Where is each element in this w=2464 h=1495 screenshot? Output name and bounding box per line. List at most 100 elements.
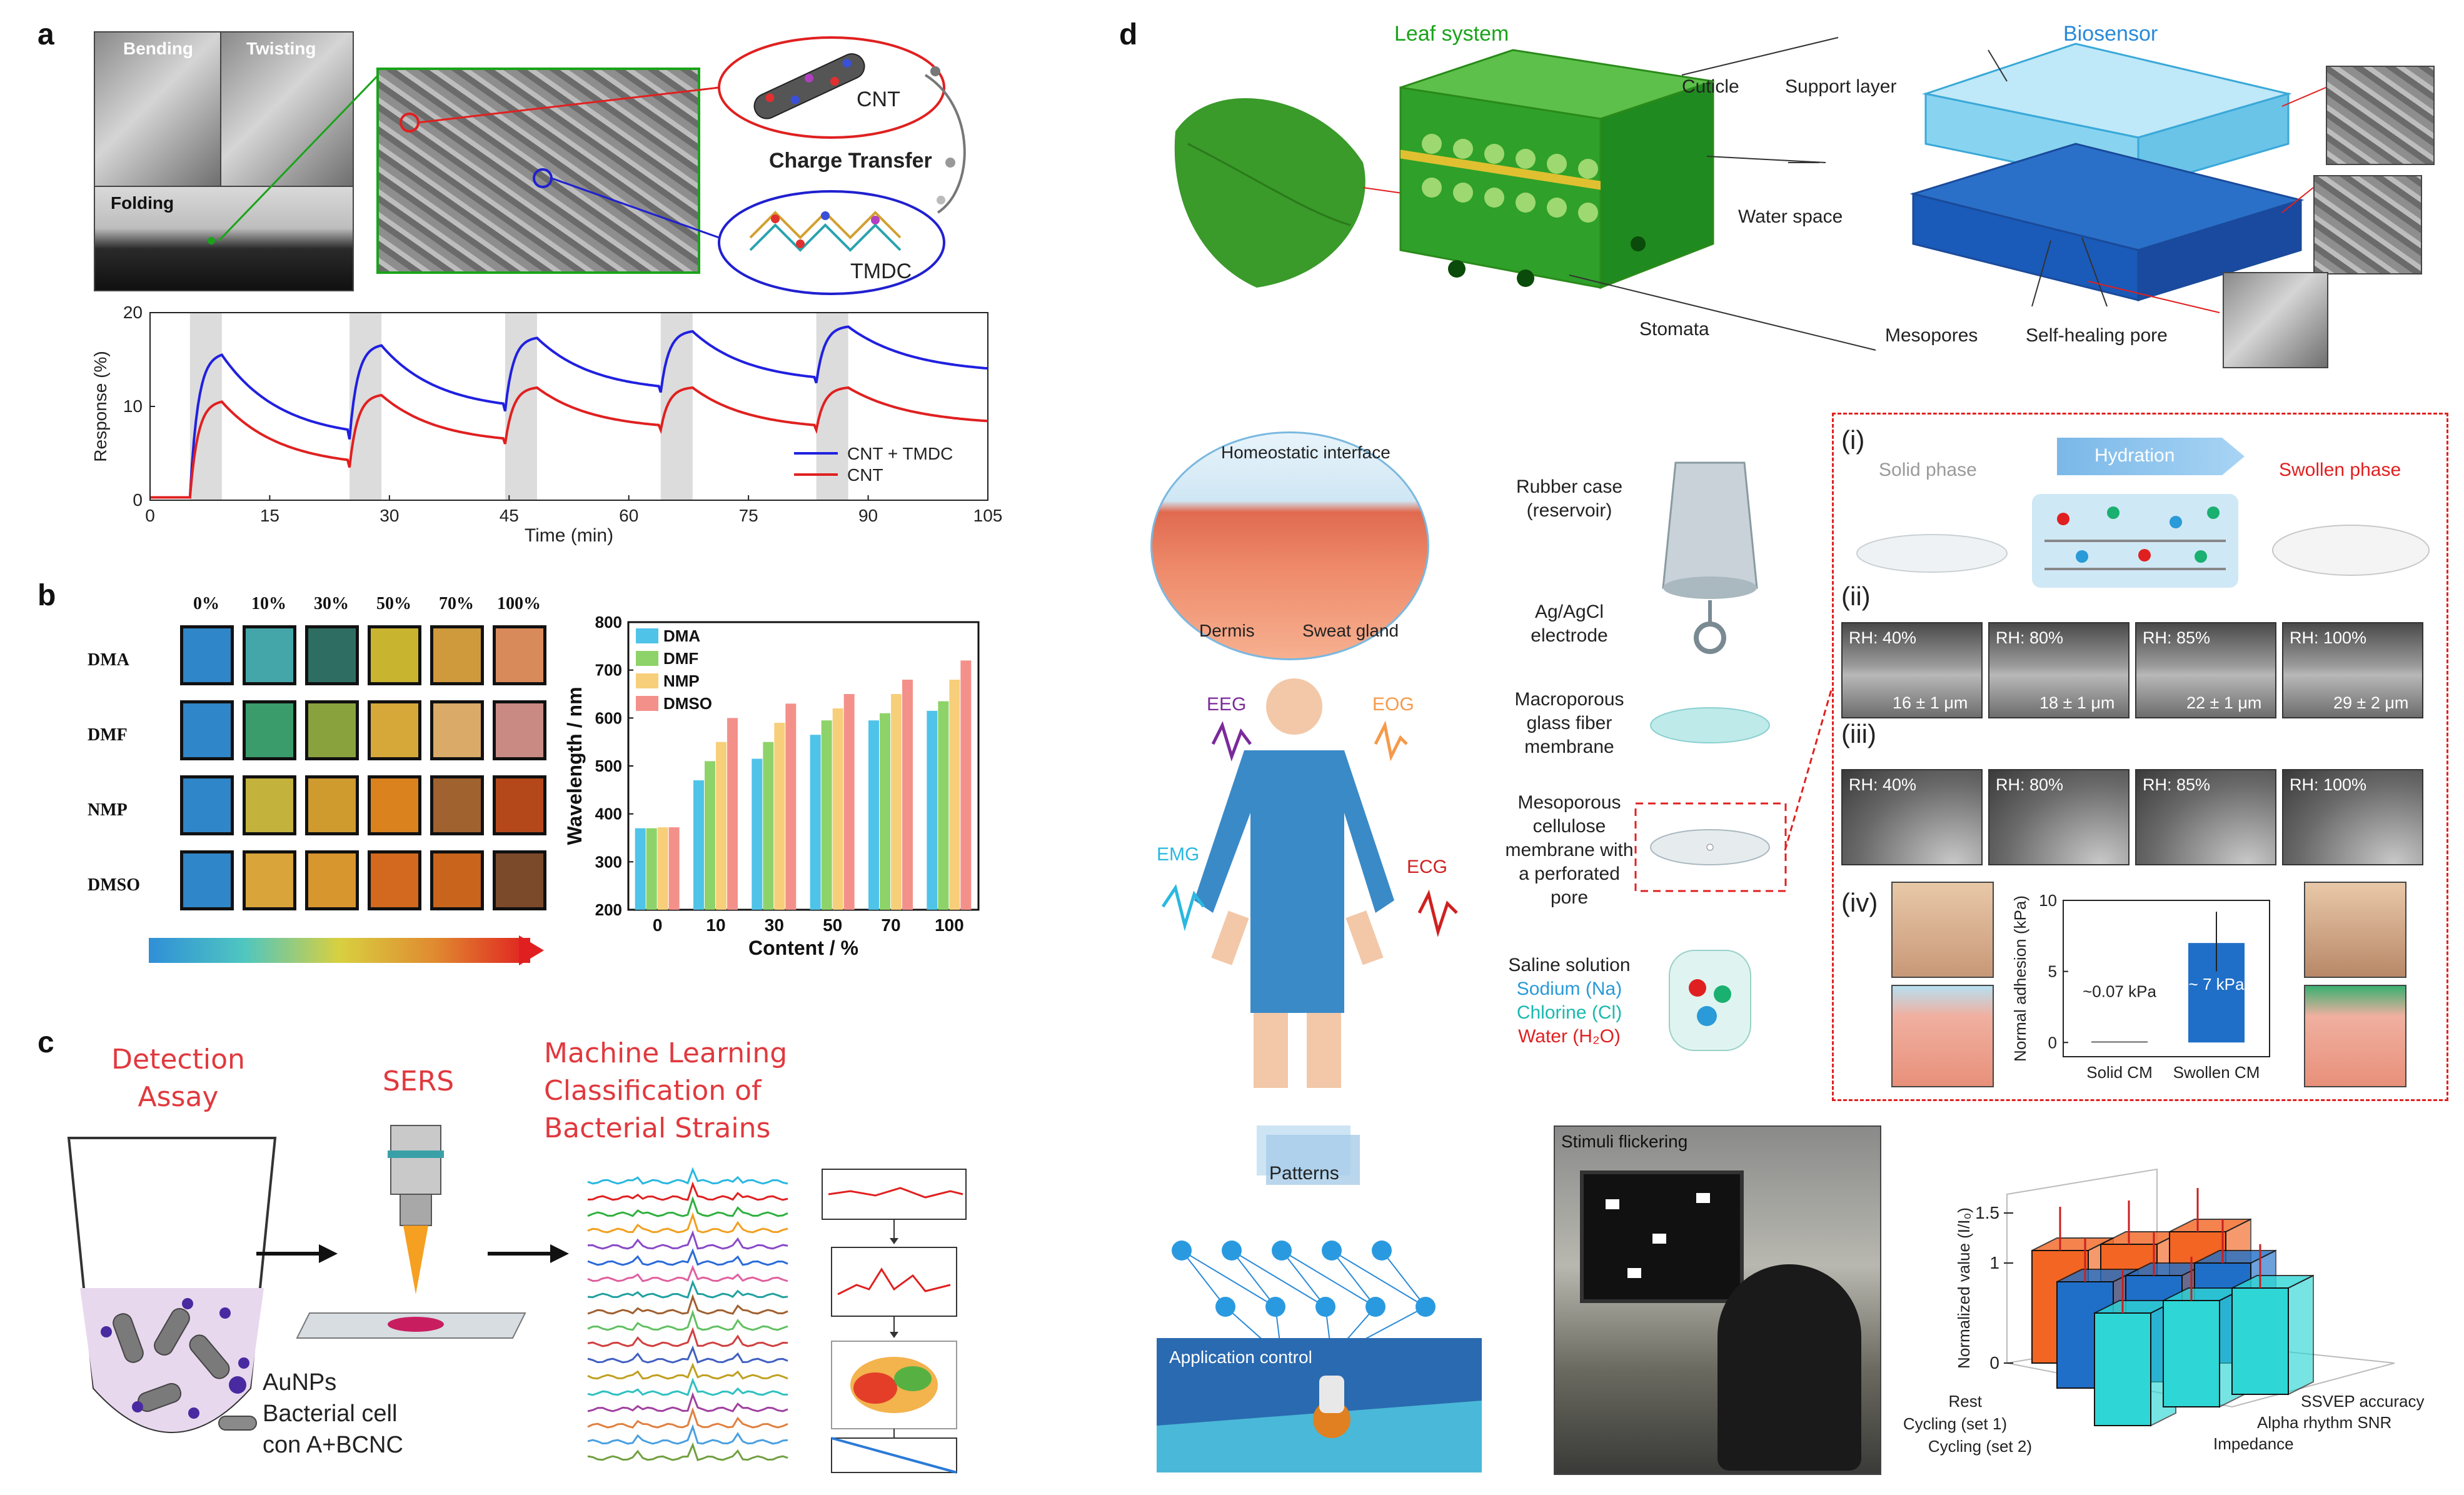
swatch-1-4	[430, 700, 484, 760]
skin-cross-section-swollen	[2304, 985, 2406, 1087]
y-tick-label-0: 0	[133, 490, 143, 510]
ml-title-line2: Classification of	[544, 1075, 762, 1107]
bar-DMA-0	[635, 828, 646, 910]
swatch-2-3	[368, 775, 421, 835]
legend-swatch-0	[636, 628, 658, 643]
inset-ii-label: (ii)	[1841, 581, 1871, 611]
monitor-screen	[1580, 1170, 1744, 1303]
shaded-interval-4	[816, 313, 848, 500]
legend-label-3: DMSO	[663, 694, 712, 713]
adhesion-category-0: Solid CM	[2086, 1063, 2152, 1082]
row-label-1: DMF	[88, 725, 128, 745]
swatch-1-1	[243, 700, 296, 760]
x-tick-label-7: 105	[973, 506, 1003, 525]
patterns-label: Patterns	[1269, 1163, 1339, 1184]
sem-thickness-80: RH: 80%18 ± 1 μm	[1988, 622, 2130, 718]
bar-DMSO-70	[902, 680, 913, 910]
y-tick-label-2: 20	[123, 303, 143, 322]
swatch-3-3	[368, 850, 421, 910]
y-tick-label-2: 10	[2039, 891, 2057, 910]
series-cnt-tmdc-line	[150, 325, 988, 499]
legend-swatch-1	[636, 651, 658, 666]
swatch-2-5	[493, 775, 546, 835]
stomata-label: Stomata	[1639, 319, 1709, 340]
ml-title: Machine Learning Classification of Bacte…	[544, 1035, 787, 1147]
row-label-3: DMSO	[88, 875, 140, 895]
adhesion-value-label-0: ~0.07 kPa	[2083, 982, 2156, 1001]
detection-assay-title: Detection Assay	[109, 1041, 247, 1116]
rh-100-surface-label: RH: 100%	[2290, 775, 2367, 794]
x-tick-label-2: 30	[380, 506, 399, 525]
y-tick-label-1: 300	[595, 852, 622, 871]
x-tick-label-3: 45	[500, 506, 519, 525]
gradient-arrow-icon	[519, 935, 544, 965]
saline-label: Saline solution Sodium (Na) Chlorine (Cl…	[1482, 954, 1657, 1049]
homeostatic-label: Homeostatic interface	[1221, 443, 1390, 462]
y-tick-label-1: 10	[123, 396, 143, 416]
leaf-system-title: Leaf system	[1394, 22, 1509, 46]
row-label-2: Cycling (set 2)	[1928, 1437, 2032, 1456]
bending-label: Bending	[123, 39, 193, 58]
sem-support-layer	[2326, 66, 2435, 165]
bar-DMA-30	[752, 758, 763, 910]
swatch-0-5	[493, 625, 546, 685]
saline-title: Saline solution	[1508, 955, 1631, 975]
mesoporous-label: Mesoporous cellulose membrane with a per…	[1482, 791, 1657, 910]
folding-photo: Folding	[94, 186, 354, 291]
panel-letter-a: a	[38, 18, 54, 51]
legend-label-1: DMF	[663, 649, 698, 668]
x-tick-label-2: 30	[765, 915, 784, 935]
aunp-icon	[229, 1376, 246, 1394]
bar-DMA-100	[927, 710, 938, 910]
chlorine-label: Chlorine (Cl)	[1516, 1002, 1622, 1023]
metric-label-2: Impedance	[2213, 1434, 2294, 1453]
bar-DMSO-50	[843, 694, 855, 910]
eog-label: EOG	[1372, 694, 1414, 715]
x-axis-label: Time (min)	[525, 525, 613, 546]
cona-bcnc-label: con A+BCNC	[263, 1432, 403, 1458]
bar-DMF-30	[763, 742, 774, 910]
bacterial-cell-label: Bacterial cell	[263, 1401, 398, 1427]
swatch-0-1	[243, 625, 296, 685]
twisting-label: Twisting	[246, 39, 316, 58]
sensor-stack-illustration	[1634, 461, 1787, 1051]
x-tick-label-0: 0	[653, 915, 663, 935]
spectrum-line-17	[587, 1442, 788, 1461]
swatch-1-0	[180, 700, 234, 760]
spectrum-line-13	[587, 1377, 788, 1396]
x-axis-label: Content / %	[748, 937, 858, 959]
plot-frame	[2063, 900, 2270, 1057]
adhesion-bar-0	[2091, 1041, 2148, 1043]
thickness-100: 29 ± 2 μm	[2333, 693, 2409, 712]
bar-DMA-50	[810, 735, 821, 910]
legend-label-0: DMA	[663, 627, 700, 645]
sem-thickness-100: RH: 100%29 ± 2 μm	[2282, 622, 2423, 718]
x-tick-label-1: 10	[706, 915, 725, 935]
macro-line2: glass fiber	[1526, 713, 1612, 733]
y-axis-label: Wavelength / nm	[563, 687, 586, 845]
sers-title: SERS	[383, 1065, 455, 1097]
rubber-line2: (reservoir)	[1526, 500, 1612, 521]
spectrum-line-0	[587, 1167, 788, 1185]
series-cnt-line	[150, 386, 988, 499]
biosensor-title: Biosensor	[2063, 22, 2158, 46]
spectrum-line-14	[587, 1392, 788, 1412]
column-header-0: 0%	[193, 594, 219, 613]
swatch-3-5	[493, 850, 546, 910]
metric-label-0: SSVEP accuracy	[2301, 1392, 2425, 1411]
detection-assay-line1: Detection	[111, 1044, 245, 1075]
meso-line2: cellulose	[1532, 816, 1606, 837]
x-tick-label-1: 15	[260, 506, 279, 525]
application-control-label: Application control	[1169, 1347, 1312, 1367]
swatch-0-0	[180, 625, 234, 685]
rh-85-surface-label: RH: 85%	[2143, 775, 2211, 794]
spectrum-line-9	[587, 1309, 788, 1331]
inset-iii-label: (iii)	[1841, 719, 1876, 748]
panel-letter-d: d	[1119, 18, 1138, 51]
z-tick-label-2: 1.5	[1975, 1203, 1999, 1222]
swatch-1-2	[305, 700, 359, 760]
water-label: Water (H₂O)	[1518, 1026, 1621, 1047]
sweat-gland-label: Sweat gland	[1302, 621, 1399, 640]
y-tick-label-4: 600	[595, 708, 622, 727]
